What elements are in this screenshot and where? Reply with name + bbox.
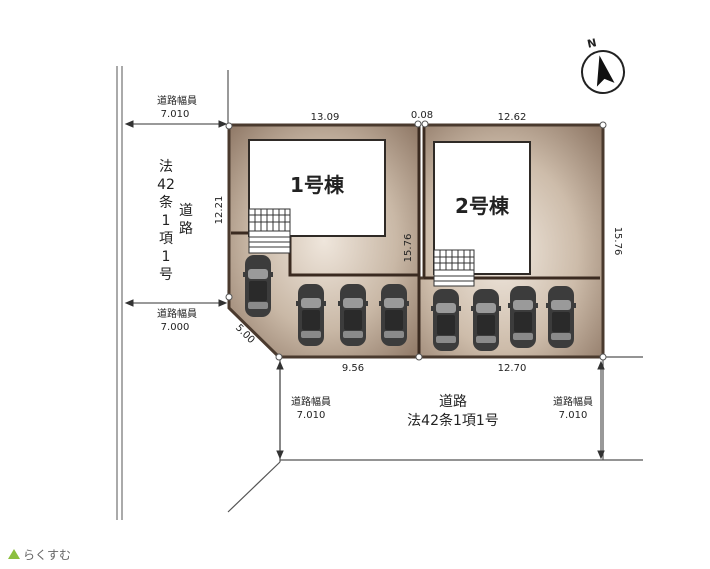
dim-right: 15.76 (612, 227, 623, 256)
svg-text:条: 条 (159, 194, 173, 211)
west-road-width-bottom-value: 7.000 (161, 322, 190, 333)
south-road-name-line1: 道路 (439, 394, 467, 410)
dim-mid: 15.76 (403, 234, 414, 263)
west-road-width-bottom-label: 道路幅員 (157, 307, 197, 320)
south-road-width-left-value: 7.010 (297, 410, 326, 421)
brand-logo: らくすむ (8, 546, 71, 563)
brand-text: らくすむ (23, 548, 72, 562)
parking-car (508, 286, 538, 348)
south-road-width-right-value: 7.010 (559, 410, 588, 421)
dim-top-mid: 0.08 (411, 110, 433, 121)
dim-bottom-left: 9.56 (342, 363, 364, 374)
building-1-label: 1号棟 (290, 173, 345, 197)
parking-car (338, 284, 368, 346)
west-road-name: 法 42 条 1 項 1 号 道 路 (157, 159, 193, 283)
dim-left: 12.21 (214, 196, 225, 225)
svg-text:道: 道 (179, 203, 193, 219)
west-road-width-bottom-arrow (124, 299, 228, 307)
svg-text:法: 法 (159, 159, 173, 175)
dim-top-right: 12.62 (498, 112, 527, 123)
south-road-width-right-arrow (597, 360, 605, 460)
dim-top-left: 13.09 (311, 112, 340, 123)
parking-car (296, 284, 326, 346)
svg-text:号: 号 (159, 267, 173, 283)
north-arrow-icon (581, 50, 625, 94)
svg-text:路: 路 (179, 221, 193, 237)
svg-text:42: 42 (157, 177, 175, 193)
dim-bottom-right: 12.70 (498, 363, 527, 374)
west-road-width-top-label: 道路幅員 (157, 94, 197, 107)
entrance-steps-1 (248, 208, 291, 254)
south-road-width-left-arrow (276, 360, 284, 460)
svg-text:1: 1 (162, 213, 171, 229)
south-road-width-right-label: 道路幅員 (553, 395, 593, 408)
south-road-name-line2: 法42条1項1号 (407, 412, 499, 429)
building-2-label: 2号棟 (455, 194, 510, 218)
parking-car (471, 289, 501, 351)
parking-car (546, 286, 576, 348)
entrance-steps-2 (433, 249, 475, 287)
parking-car (431, 289, 461, 351)
svg-text:1: 1 (162, 249, 171, 265)
south-road-width-left-label: 道路幅員 (291, 395, 331, 408)
parking-car (243, 255, 273, 317)
boundary-markers (225, 120, 607, 361)
west-road-width-top-arrow (124, 120, 228, 128)
parking-car (379, 284, 409, 346)
west-road-width-top-value: 7.010 (161, 109, 190, 120)
north-label: N (586, 36, 598, 51)
house-logo-icon (8, 548, 20, 559)
svg-text:項: 項 (159, 231, 173, 247)
